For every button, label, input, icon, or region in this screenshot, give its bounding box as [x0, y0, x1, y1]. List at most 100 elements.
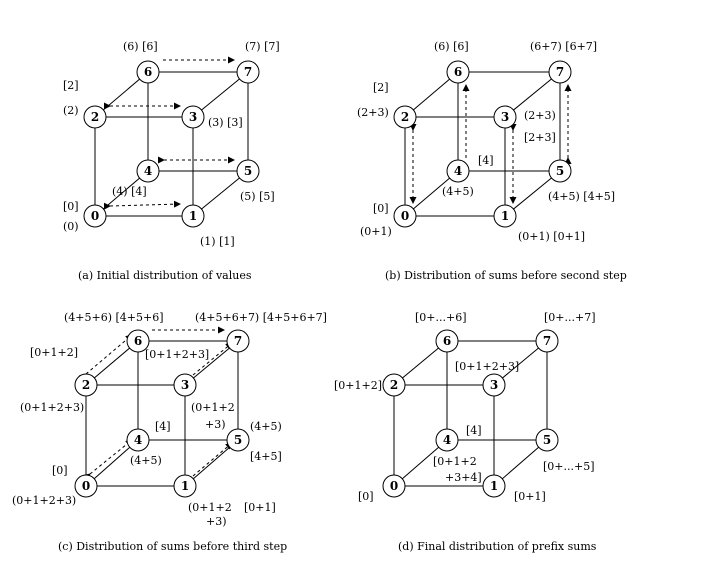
value-label-node-1: [0+1]: [514, 490, 546, 503]
node-7: 7: [236, 60, 260, 84]
node-7: 7: [226, 329, 250, 353]
svg-text:6: 6: [144, 65, 152, 79]
value-label-node-4: (4) [4]: [112, 185, 147, 198]
svg-text:6: 6: [134, 334, 142, 348]
node-2: 2: [393, 105, 417, 129]
node-1: 1: [181, 204, 205, 228]
value-label-node-4: [0+1+2: [433, 455, 477, 468]
node-7: 7: [535, 329, 559, 353]
node-5: 5: [535, 428, 559, 452]
svg-text:5: 5: [244, 164, 252, 178]
svg-text:0: 0: [401, 209, 409, 223]
communication-arrows: [79, 326, 233, 481]
svg-text:7: 7: [234, 334, 242, 348]
node-2: 2: [382, 373, 406, 397]
svg-text:3: 3: [189, 110, 197, 124]
value-label-node-4: +3+4]: [445, 471, 482, 484]
node-1: 1: [173, 474, 197, 498]
value-label-node-0: [0]: [52, 464, 68, 477]
node-5: 5: [548, 159, 572, 183]
svg-text:2: 2: [401, 110, 409, 124]
value-label-node-5: (4+5) [4+5]: [548, 190, 615, 203]
value-label-node-6: [0+...+6]: [415, 311, 467, 324]
svg-text:3: 3: [490, 378, 498, 392]
value-label-node-5: (4+5): [250, 420, 282, 433]
svg-text:0: 0: [82, 479, 90, 493]
value-label-node-4: [4]: [478, 154, 494, 167]
node-4: 4: [446, 159, 470, 183]
node-6: 6: [136, 60, 160, 84]
panel-d: 0 1 2 3 4 5 6 7 [0] [0+1] [0+1+2] [0+1+2…: [334, 311, 597, 553]
svg-text:6: 6: [454, 65, 462, 79]
node-0: 0: [83, 204, 107, 228]
value-label-node-2: (0+1+2+3): [20, 401, 84, 414]
value-label-node-4: [4]: [466, 424, 482, 437]
node-7: 7: [548, 60, 572, 84]
value-label-node-0: [0]: [373, 202, 389, 215]
value-label-node-3: (0+1+2: [191, 401, 235, 414]
node-5: 5: [226, 428, 250, 452]
node-0: 0: [393, 204, 417, 228]
node-0: 0: [382, 474, 406, 498]
value-label-node-7: (6+7) [6+7]: [530, 40, 597, 53]
caption-panel-a: (a) Initial distribution of values: [78, 269, 252, 282]
value-label-node-3: [0+1+2+3]: [145, 348, 209, 361]
svg-text:3: 3: [181, 378, 189, 392]
panel-b: 0 1 2 3 4 5 6 7 [0] (0+1) (0+1) [0+1] [2…: [357, 40, 627, 282]
value-label-node-0: [0]: [358, 490, 374, 503]
value-label-node-3: [2+3]: [524, 131, 556, 144]
svg-text:1: 1: [189, 209, 197, 223]
value-label-node-3: [0+1+2+3]: [455, 360, 519, 373]
node-3: 3: [181, 105, 205, 129]
svg-text:4: 4: [454, 164, 462, 178]
svg-text:1: 1: [181, 479, 189, 493]
node-4: 4: [435, 428, 459, 452]
value-label-node-1: (0+1+2: [188, 501, 232, 514]
node-3: 3: [493, 105, 517, 129]
value-label-node-0: (0+1+2+3): [12, 494, 76, 507]
svg-text:7: 7: [543, 334, 551, 348]
svg-text:4: 4: [144, 164, 152, 178]
node-6: 6: [435, 329, 459, 353]
value-label-node-6: (6) [6]: [434, 40, 469, 53]
svg-text:0: 0: [91, 209, 99, 223]
node-4: 4: [126, 428, 150, 452]
value-label-node-3: (2+3): [524, 109, 556, 122]
value-label-node-0: (0+1): [360, 225, 392, 238]
svg-text:7: 7: [244, 65, 252, 79]
node-6: 6: [446, 60, 470, 84]
svg-text:3: 3: [501, 110, 509, 124]
value-label-node-1: [0+1]: [244, 501, 276, 514]
caption-panel-d: (d) Final distribution of prefix sums: [398, 540, 597, 553]
svg-text:1: 1: [490, 479, 498, 493]
node-1: 1: [482, 474, 506, 498]
caption-panel-c: (c) Distribution of sums before third st…: [58, 540, 287, 553]
node-1: 1: [493, 204, 517, 228]
caption-panel-b: (b) Distribution of sums before second s…: [385, 269, 627, 282]
node-6: 6: [126, 329, 150, 353]
value-label-node-4: (4+5): [442, 185, 474, 198]
value-label-node-6: (4+5+6) [4+5+6]: [64, 311, 164, 324]
value-label-node-0: [0]: [63, 200, 79, 213]
node-2: 2: [83, 105, 107, 129]
node-2: 2: [74, 373, 98, 397]
value-label-node-1: (0+1) [0+1]: [518, 230, 585, 243]
svg-text:0: 0: [390, 479, 398, 493]
value-label-node-2: [2]: [63, 79, 79, 92]
value-label-node-4: (4+5): [130, 454, 162, 467]
panel-a: 0 1 2 3 4 5 6 7 [0] (0) (1) [1] [2] (2) …: [63, 40, 280, 282]
value-label-node-2: (2+3): [357, 106, 389, 119]
node-0: 0: [74, 474, 98, 498]
node-3: 3: [173, 373, 197, 397]
value-label-node-7: (4+5+6+7) [4+5+6+7]: [195, 311, 327, 324]
value-label-node-5: (5) [5]: [240, 190, 275, 203]
value-label-node-6: (6) [6]: [123, 40, 158, 53]
svg-text:6: 6: [443, 334, 451, 348]
svg-text:2: 2: [91, 110, 99, 124]
value-label-node-2: (2): [63, 104, 79, 117]
value-label-node-7: [0+...+7]: [544, 311, 596, 324]
value-label-node-0: (0): [63, 220, 79, 233]
node-4: 4: [136, 159, 160, 183]
value-label-node-7: (7) [7]: [245, 40, 280, 53]
